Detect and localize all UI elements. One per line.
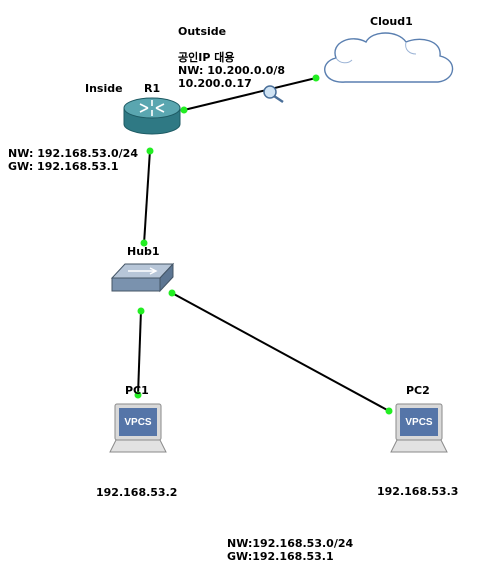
inside-network-label: NW: 192.168.53.0/24 — [8, 147, 138, 160]
hub1-name: Hub1 — [127, 245, 160, 258]
link-endpoints — [134, 74, 393, 415]
r1-outside-port-dot — [180, 106, 188, 114]
lan-gateway-label: GW:192.168.53.1 — [227, 550, 334, 563]
pc1-port-dot — [134, 391, 142, 399]
outside-network-label: NW: 10.200.0.0/8 — [178, 64, 286, 77]
r1-inside-port-dot — [146, 147, 154, 155]
cloud1-name: Cloud1 — [370, 15, 413, 28]
inside-label: Inside — [85, 82, 123, 95]
hub-icon[interactable] — [110, 262, 175, 293]
r1-name: R1 — [144, 82, 161, 95]
pc2-ip-label: 192.168.53.3 — [377, 485, 459, 498]
link-hub-pc1[interactable] — [137, 309, 142, 396]
pc1-computer-icon[interactable] — [109, 403, 167, 453]
outside-ip-label: 10.200.0.17 — [178, 77, 252, 90]
hub-pc2-port-dot — [168, 289, 176, 297]
pc2-port-dot — [385, 407, 393, 415]
pc2-name: PC2 — [406, 384, 430, 397]
link-hub-pc2[interactable] — [171, 292, 390, 412]
magnifier-icon[interactable] — [263, 85, 284, 104]
lan-network-label: NW:192.168.53.0/24 — [227, 537, 354, 550]
cloud-port-dot — [312, 74, 320, 82]
link-r1-hub[interactable] — [143, 149, 151, 245]
outside-label: Outside — [178, 25, 227, 38]
pc2-computer-icon[interactable] — [390, 403, 448, 453]
pc2-badge: VPCS — [405, 417, 433, 428]
hub-pc1-port-dot — [137, 307, 145, 315]
pc1-ip-label: 192.168.53.2 — [96, 486, 178, 499]
pc1-name: PC1 — [125, 384, 149, 397]
cloud-icon[interactable] — [324, 32, 454, 83]
pc1-badge: VPCS — [124, 417, 152, 428]
router-icon[interactable] — [123, 97, 181, 135]
link-r1-cloud[interactable] — [183, 77, 317, 111]
public-ip-label: 공인IP 대용 — [178, 51, 235, 64]
hub-uplink-port-dot — [140, 239, 148, 247]
inside-gateway-label: GW: 192.168.53.1 — [8, 160, 119, 173]
